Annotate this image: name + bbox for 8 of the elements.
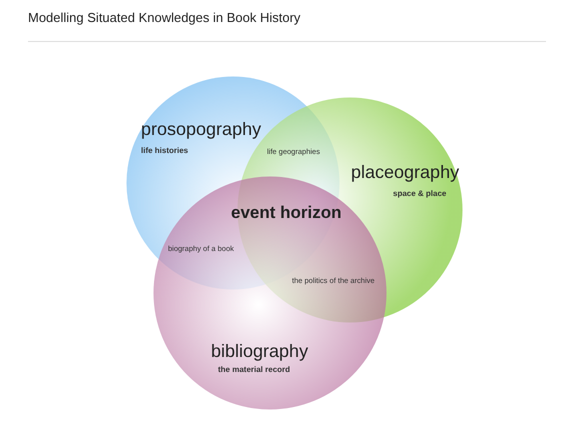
diagram-title: Modelling Situated Knowledges in Book History: [28, 10, 302, 25]
circle-subtitle: the material record: [218, 365, 290, 374]
circle-heading: prosopography: [141, 119, 262, 140]
circle-heading: placeography: [351, 162, 460, 183]
circle-heading: bibliography: [211, 341, 308, 362]
circle-subtitle: life histories: [141, 146, 188, 155]
center-label: event horizon: [231, 203, 342, 223]
circle-subtitle: space & place: [393, 189, 446, 198]
